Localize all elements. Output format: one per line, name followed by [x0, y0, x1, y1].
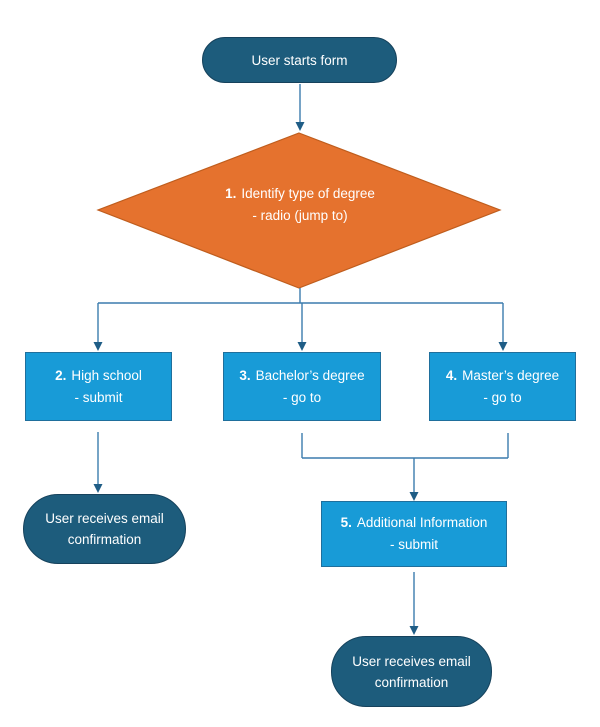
- masters-title-line: 4.Master’s degree: [446, 365, 559, 387]
- email-confirmation-left: User receives email confirmation: [23, 494, 186, 564]
- email-confirmation-bottom-line2: confirmation: [374, 674, 449, 690]
- start-node: User starts form: [202, 37, 397, 83]
- email-confirmation-left-line2: confirmation: [67, 532, 142, 547]
- email-confirmation-bottom: User receives email confirmation: [331, 636, 492, 707]
- step-number: 4.: [445, 367, 458, 383]
- decision-title-line: 1. Identify type of degree: [150, 183, 450, 205]
- email-confirmation-bottom-line1: User receives email: [352, 653, 471, 669]
- high-school-box: 2.High school - submit: [25, 352, 172, 421]
- start-node-label: User starts form: [251, 52, 348, 68]
- masters-title: Master’s degree: [462, 367, 560, 383]
- additional-info-title: Additional Information: [356, 515, 488, 530]
- decision-subtitle: - radio (jump to): [252, 208, 348, 223]
- decision-diamond-shape: [96, 132, 502, 289]
- step-number: 5.: [340, 515, 352, 530]
- step-number: 3.: [239, 367, 251, 383]
- bachelors-subtitle: - go to: [282, 389, 322, 405]
- high-school-subtitle: - submit: [74, 389, 123, 405]
- additional-info-title-line: 5. Additional Information: [341, 512, 488, 534]
- bachelors-title: Bachelor’s degree: [255, 367, 365, 383]
- bachelors-title-line: 3.Bachelor’s degree: [239, 365, 364, 387]
- high-school-title-line: 2.High school: [55, 365, 142, 387]
- step-number: 2.: [55, 367, 67, 383]
- step-number: 1.: [225, 186, 237, 201]
- masters-subtitle: - go to: [483, 389, 522, 405]
- additional-info-subtitle: - submit: [389, 537, 438, 552]
- high-school-title: High school: [71, 367, 142, 383]
- additional-info-box: 5. Additional Information - submit: [321, 501, 507, 567]
- email-confirmation-left-line1: User receives email: [45, 511, 164, 526]
- decision-diamond-label: 1. Identify type of degree - radio (jump …: [150, 183, 450, 227]
- masters-box: 4.Master’s degree - go to: [429, 352, 576, 421]
- bachelors-box: 3.Bachelor’s degree - go to: [223, 352, 381, 421]
- decision-title: Identify type of degree: [241, 186, 375, 201]
